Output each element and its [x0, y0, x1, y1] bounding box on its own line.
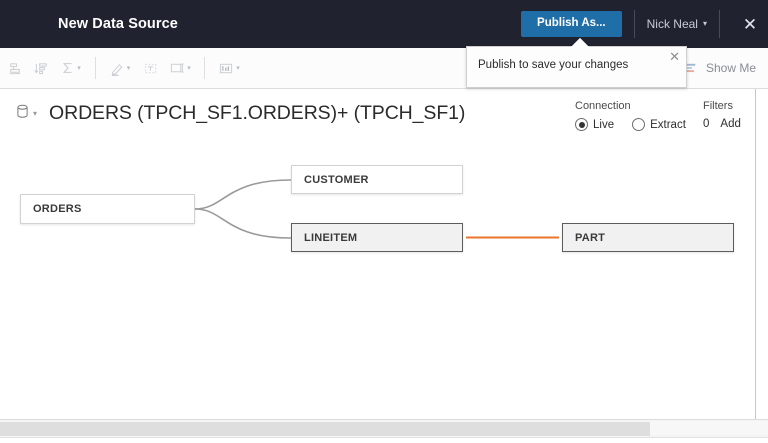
data-source-canvas: ▾ ORDERS (TPCH_SF1.ORDERS)+ (TPCH_SF1) C… — [0, 89, 756, 419]
link-orders-lineitem[interactable] — [194, 208, 292, 239]
show-me-label: Show Me — [705, 61, 756, 75]
connection-label-live[interactable]: Live — [593, 118, 615, 131]
show-me-button[interactable]: Show Me — [678, 48, 762, 88]
toolbar-group-format: ▾ ▾ — [103, 55, 197, 81]
text-label-icon[interactable] — [137, 55, 163, 81]
popover-arrow — [571, 38, 589, 47]
app-title: New Data Source — [58, 16, 178, 32]
table-node-orders[interactable]: ORDERS — [20, 194, 195, 224]
table-node-label: LINEITEM — [304, 231, 358, 244]
sort-ascending-icon[interactable] — [2, 55, 28, 81]
table-node-part[interactable]: PART — [562, 223, 734, 252]
chevron-down-icon[interactable]: ▾ — [33, 109, 38, 118]
presentation-icon[interactable]: ▾ — [212, 55, 246, 81]
popover-close-icon[interactable]: ✕ — [669, 49, 680, 64]
fit-icon[interactable]: ▾ — [163, 55, 197, 81]
table-node-customer[interactable]: CUSTOMER — [291, 165, 463, 194]
data-source-header: ▾ ORDERS (TPCH_SF1.ORDERS)+ (TPCH_SF1) — [16, 102, 465, 125]
filters-add-link[interactable]: Add — [720, 118, 741, 130]
popover-message: Publish to save your changes — [478, 59, 629, 71]
connection-section: Connection Live Extract — [575, 100, 704, 131]
toolbar-group-view: ▾ — [212, 55, 246, 81]
highlighter-icon[interactable]: ▾ — [103, 55, 137, 81]
user-name-label: Nick Neal — [646, 17, 698, 31]
filters-row: 0 Add — [703, 118, 741, 130]
right-gutter — [756, 89, 768, 419]
table-node-label: CUSTOMER — [304, 173, 369, 186]
filters-count: 0 — [703, 118, 710, 130]
connection-options: Live Extract — [575, 118, 704, 131]
toolbar-group-sort: ▾ — [2, 55, 88, 81]
title-bar: New Data Source Publish As... Nick Neal ▾… — [0, 0, 768, 48]
table-node-label: ORDERS — [33, 203, 82, 215]
filters-section: Filters 0 Add — [703, 100, 741, 130]
page-title: ORDERS (TPCH_SF1.ORDERS)+ (TPCH_SF1) — [49, 102, 466, 124]
connection-radio-live[interactable] — [575, 118, 588, 131]
chevron-down-icon: ▾ — [187, 64, 191, 72]
table-node-lineitem[interactable]: LINEITEM — [291, 223, 463, 252]
publish-as-button[interactable]: Publish As... — [521, 10, 622, 38]
chevron-down-icon: ▾ — [236, 64, 240, 72]
chevron-down-icon: ▾ — [126, 64, 131, 72]
sigma-aggregate-icon[interactable]: ▾ — [54, 55, 88, 81]
connection-label-extract[interactable]: Extract — [650, 118, 686, 131]
connection-radio-extract[interactable] — [632, 118, 646, 131]
title-bar-divider — [633, 10, 635, 38]
chevron-down-icon: ▾ — [77, 64, 81, 72]
close-icon[interactable]: ✕ — [742, 14, 758, 34]
horizontal-scrollbar-track[interactable] — [0, 421, 768, 436]
toolbar-divider-1 — [95, 57, 96, 79]
user-menu[interactable]: Nick Neal ▾ — [647, 15, 707, 33]
chevron-down-icon: ▾ — [702, 19, 707, 29]
table-node-label: PART — [575, 231, 606, 244]
join-links-layer — [194, 179, 559, 239]
connection-label: Connection — [575, 100, 631, 112]
sort-descending-icon[interactable] — [28, 55, 54, 81]
show-me-icon — [685, 63, 696, 72]
link-orders-customer[interactable] — [194, 179, 292, 210]
join-diagram: ORDERS CUSTOMER LINEITEM PART — [0, 89, 755, 419]
horizontal-scrollbar-thumb[interactable] — [0, 422, 650, 436]
filters-label: Filters — [703, 100, 733, 112]
title-bar-right-group: Publish As... Nick Neal ▾ ✕ — [521, 0, 768, 48]
database-icon — [16, 104, 29, 124]
publish-tooltip-popover: Publish to save your changes ✕ — [466, 38, 687, 88]
toolbar-divider-2 — [204, 57, 205, 79]
horizontal-scrollbar-area — [0, 419, 768, 443]
bottom-strip — [0, 437, 768, 443]
title-bar-divider-2 — [719, 10, 720, 38]
